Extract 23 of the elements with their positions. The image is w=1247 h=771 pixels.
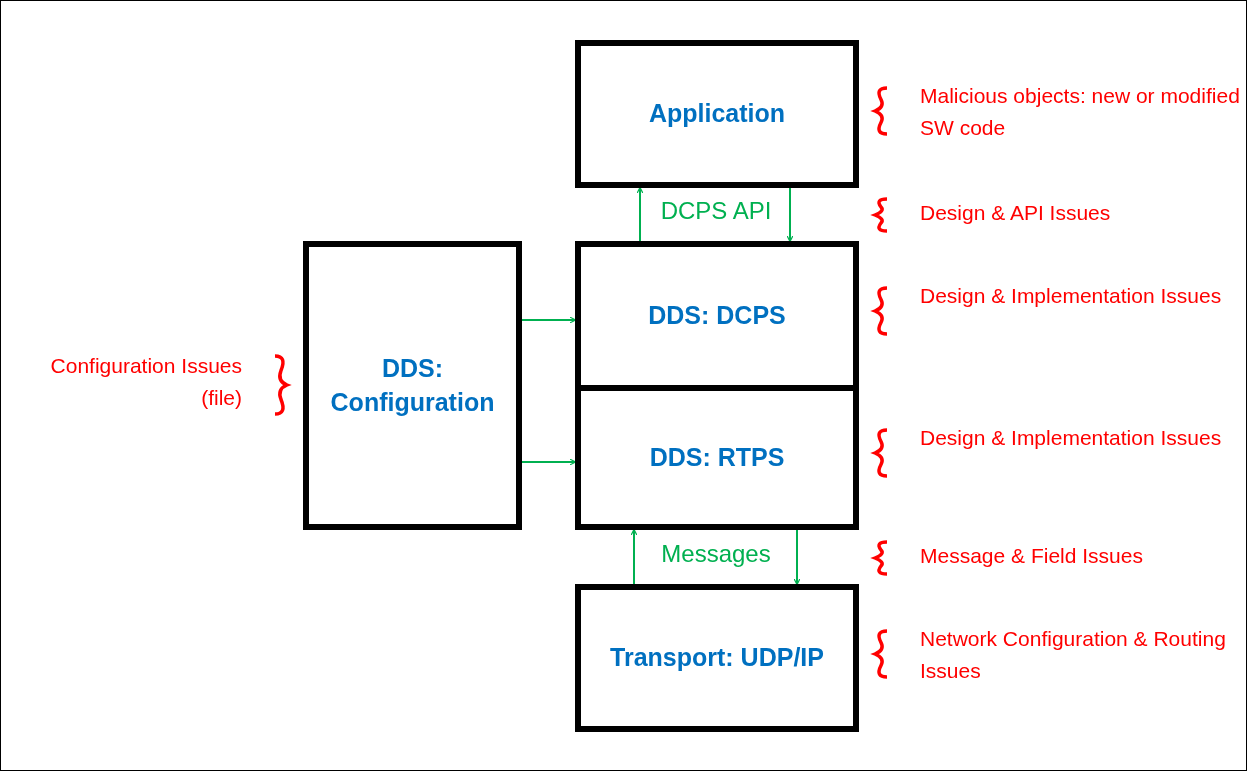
layer-title: DDS: RTPS: [649, 441, 785, 473]
interface-label: Messages: [661, 540, 771, 568]
arrow: [636, 186, 644, 242]
issue-note: Network Configuration & Routing Issues: [920, 626, 1227, 684]
interface-label: DCPS API: [660, 197, 772, 225]
issue-note: Malicious objects: new or modified SW code: [920, 83, 1240, 141]
layer-box: [575, 584, 859, 732]
layer-title: Transport: UDP/IP: [610, 642, 824, 674]
arrow: [521, 458, 577, 466]
arrow: [521, 316, 577, 324]
arrow: [793, 529, 801, 586]
issue-note: Design & Implementation Issues: [920, 425, 1223, 451]
layer-title: Application: [648, 98, 786, 130]
layer-box: [303, 241, 522, 530]
layer-box: [575, 40, 859, 188]
layer-title: DDS: Configuration: [329, 352, 496, 418]
arrow: [786, 187, 794, 243]
issue-note: Message & Field Issues: [920, 543, 1144, 569]
issue-note: Design & Implementation Issues: [920, 283, 1223, 309]
layer-title: DDS: DCPS: [648, 300, 786, 332]
arrow: [630, 528, 638, 585]
issue-note: Design & API Issues: [920, 200, 1112, 226]
issue-note: Configuration Issues (file): [49, 353, 242, 411]
